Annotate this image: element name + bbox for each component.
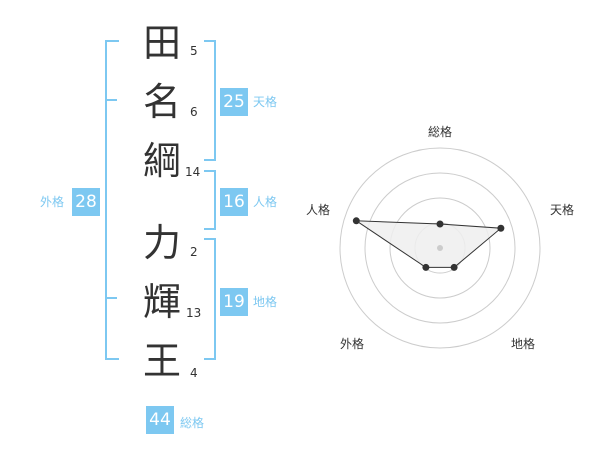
gaikaku-bracket-tick	[105, 297, 117, 299]
given-char-1: 力	[142, 221, 181, 265]
radar-center-dot	[437, 245, 443, 251]
soukaku-value: 44	[146, 406, 174, 434]
stroke-count-3: 14	[185, 165, 201, 179]
radar-point-4	[422, 263, 430, 271]
radar-grid-ring	[389, 197, 491, 299]
chikaku-label: 地格	[253, 295, 278, 309]
stroke-count-1: 5	[190, 44, 198, 58]
radar-point-3	[450, 263, 458, 271]
surname-char-3: 綱	[142, 139, 181, 183]
given-char-3: 王	[142, 339, 181, 383]
gaikaku-bracket	[105, 40, 119, 360]
surname-char-1: 田	[142, 21, 181, 65]
gaikaku-value: 28	[72, 188, 100, 216]
surname-char-2: 名	[142, 80, 181, 124]
stroke-count-2: 6	[190, 105, 198, 119]
radar-axis-label-chikaku: 地格	[511, 337, 536, 351]
radar-point-1	[436, 220, 444, 228]
stroke-count-4: 2	[190, 245, 198, 259]
tenkaku-label: 天格	[253, 95, 278, 109]
soukaku-label: 総格	[180, 416, 205, 430]
jinkaku-value: 16	[220, 188, 248, 216]
radar-point-2	[497, 224, 505, 232]
radar-series-area	[354, 220, 503, 268]
radar-axis-label-soukaku: 総格	[428, 125, 453, 139]
jinkaku-label: 人格	[253, 195, 278, 209]
chikaku-value: 19	[220, 288, 248, 316]
tenkaku-value: 25	[220, 88, 248, 116]
jinkaku-bracket	[204, 170, 216, 230]
gaikaku-label: 外格	[40, 195, 65, 209]
chikaku-bracket	[204, 238, 216, 360]
stroke-count-5: 13	[186, 306, 202, 320]
radar-grid-ring	[339, 147, 541, 349]
radar-point-5	[352, 217, 360, 225]
radar-axis-label-tenkaku: 天格	[550, 203, 575, 217]
radar-axis-label-jinkaku: 人格	[306, 203, 331, 217]
tenkaku-bracket	[204, 40, 216, 161]
radar-axis-label-gaikaku: 外格	[340, 337, 365, 351]
stroke-count-6: 4	[190, 366, 198, 380]
gaikaku-bracket-tick	[105, 99, 117, 101]
radar-grid-ring	[364, 172, 516, 324]
given-char-2: 輝	[142, 280, 181, 324]
